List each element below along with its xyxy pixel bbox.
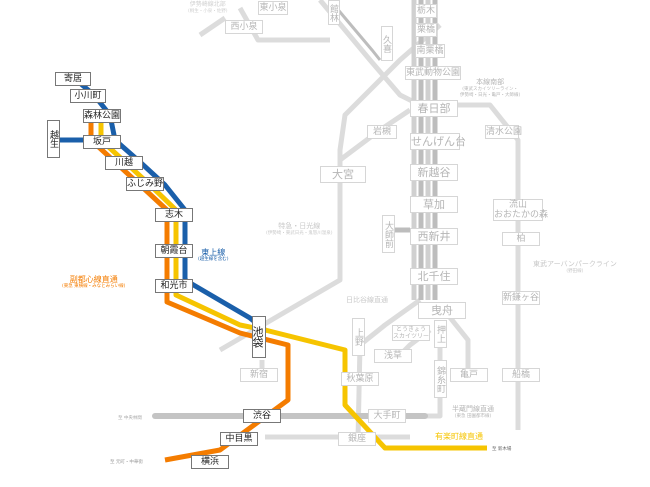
station-soka[interactable]: 草加	[410, 196, 458, 213]
line-koizumi-branch	[198, 15, 227, 38]
station-yokohama[interactable]: 横浜	[191, 455, 229, 469]
station-fujimino[interactable]: ふじみ野	[126, 177, 164, 191]
station-iwatsuki[interactable]: 岩槻	[367, 125, 397, 139]
station-nakameguro[interactable]: 中目黒	[220, 432, 258, 446]
station-daishimae[interactable]: 大師前	[382, 215, 395, 253]
station-otemachi[interactable]: 大手町	[368, 409, 406, 423]
tokkyu-nikko-sub: (伊勢崎・東武日光・鬼怒川温泉)	[266, 231, 333, 236]
station-tatebayashi[interactable]: 館林	[328, 0, 340, 25]
station-asakadai[interactable]: 朝霞台	[155, 244, 193, 258]
station-tokyoskytree[interactable]: とうきょう スカイツリー	[392, 325, 430, 341]
label-urban-park: 東武アーバンパークライン (野田線)	[533, 260, 617, 275]
hanzomon-sub: (東急 田園都市線)	[454, 414, 492, 419]
urban-park-sub: (野田線)	[566, 269, 584, 274]
station-ogose[interactable]: 越生	[47, 120, 60, 158]
station-kitasenju[interactable]: 北千住	[410, 268, 458, 285]
fukutoshin-title: 副都心線直通	[69, 275, 118, 284]
tojo-main	[72, 76, 267, 332]
station-shiki[interactable]: 志木	[155, 208, 193, 222]
station-kuki[interactable]: 久喜	[381, 26, 393, 61]
label-hibiya: 日比谷線直通	[346, 296, 388, 305]
station-yorii[interactable]: 寄居	[55, 72, 91, 86]
label-tojo-line: 東上線 (越生線を含む)	[198, 248, 229, 263]
tojo-line-title: 東上線	[201, 248, 226, 257]
label-isesaki-top: 伊勢崎線北部 (桐生・小泉・佐野)	[188, 0, 228, 15]
station-tochigi[interactable]: 栃木	[415, 4, 437, 18]
isesaki-top-sub: (桐生・小泉・佐野)	[188, 9, 228, 14]
label-to-motomachi: 至 元町・中華街	[110, 460, 143, 465]
label-to-shinkiba: 至 新木場	[492, 447, 512, 452]
station-kameido[interactable]: 亀戸	[450, 368, 488, 382]
station-shinrinkoen[interactable]: 森林公園	[83, 109, 121, 123]
station-shinjuku[interactable]: 新宿	[240, 368, 278, 382]
label-yurakucho: 有楽町線直通	[435, 432, 483, 441]
station-tobudobutsukoen[interactable]: 東武動物公園	[405, 66, 461, 80]
station-ikebukuro[interactable]: 池袋	[251, 316, 266, 358]
station-nishikoizumi[interactable]: 西小泉	[225, 20, 263, 34]
fukutoshin-sub: (東急 東横線・みなとみらい線)	[62, 284, 126, 289]
station-oshiage[interactable]: 押上	[434, 320, 447, 348]
station-wakoshi[interactable]: 和光市	[155, 279, 193, 293]
honsen-sub: (東武スカイツリーライン・ 伊勢崎・日光・亀戸・大師線)	[460, 87, 521, 98]
hibiya-title: 日比谷線直通	[346, 296, 388, 304]
label-fukutoshin: 副都心線直通 (東急 東横線・みなとみらい線)	[62, 275, 125, 290]
station-higashikoizumi[interactable]: 東小泉	[258, 1, 288, 15]
yurakucho-title: 有楽町線直通	[435, 432, 483, 441]
station-ginza[interactable]: 銀座	[338, 432, 376, 446]
line-noda-upper	[445, 102, 521, 430]
line-kameido	[446, 313, 471, 372]
station-shinkoshigaya[interactable]: 新越谷	[410, 164, 458, 181]
label-hanzomon: 半蔵門線直通 (東急 田園都市線)	[452, 405, 494, 420]
station-hikifune[interactable]: 曳舟	[418, 302, 466, 319]
station-sakado[interactable]: 坂戸	[83, 135, 121, 149]
station-kashiwa[interactable]: 柏	[502, 232, 540, 246]
station-akihabara[interactable]: 秋葉原	[341, 372, 379, 386]
station-kinshicho[interactable]: 錦糸町	[434, 360, 447, 398]
station-kasukabe[interactable]: 春日部	[410, 100, 458, 117]
tokkyu-nikko-title: 特急・日光線	[278, 222, 321, 230]
label-to-chuorinkan: 至 中央林間	[118, 416, 142, 421]
station-shimizukoen[interactable]: 清水公園	[485, 125, 523, 139]
hanzomon-title: 半蔵門線直通	[452, 405, 494, 413]
urban-park-title: 東武アーバンパークライン	[533, 260, 617, 268]
isesaki-top-title: 伊勢崎線北部	[189, 1, 226, 8]
line-hibiya	[355, 297, 422, 441]
label-honsen: 本線南部 (東武スカイツリーライン・ 伊勢崎・日光・亀戸・大師線)	[460, 78, 520, 99]
label-tokkyu-nikko: 特急・日光線 (伊勢崎・東武日光・鬼怒川温泉)	[266, 222, 333, 237]
tojo-line-sub: (越生線を含む)	[198, 257, 229, 262]
station-ogawamachi[interactable]: 小川町	[70, 89, 106, 103]
station-nagareyama[interactable]: 流山 おおたかの森	[493, 199, 549, 221]
station-minamikurihashi[interactable]: 南栗橋	[415, 44, 445, 58]
line-nikko-diagonal	[218, 23, 442, 353]
station-kawagoe[interactable]: 川越	[105, 156, 143, 170]
honsen-title: 本線南部	[476, 78, 505, 86]
station-funabashi[interactable]: 船橋	[502, 368, 540, 382]
station-shinkamagaya[interactable]: 新鎌ヶ谷	[502, 291, 540, 305]
station-nishiarai[interactable]: 西新井	[410, 228, 458, 245]
station-shibuya[interactable]: 渋谷	[243, 409, 281, 423]
station-asakusa[interactable]: 浅草	[374, 349, 412, 363]
station-kuribashi[interactable]: 栗橋	[415, 23, 437, 37]
station-sengendai[interactable]: せんげん台	[410, 133, 466, 150]
station-omiya[interactable]: 大宮	[320, 166, 366, 183]
station-ueno[interactable]: 上野	[352, 318, 365, 356]
